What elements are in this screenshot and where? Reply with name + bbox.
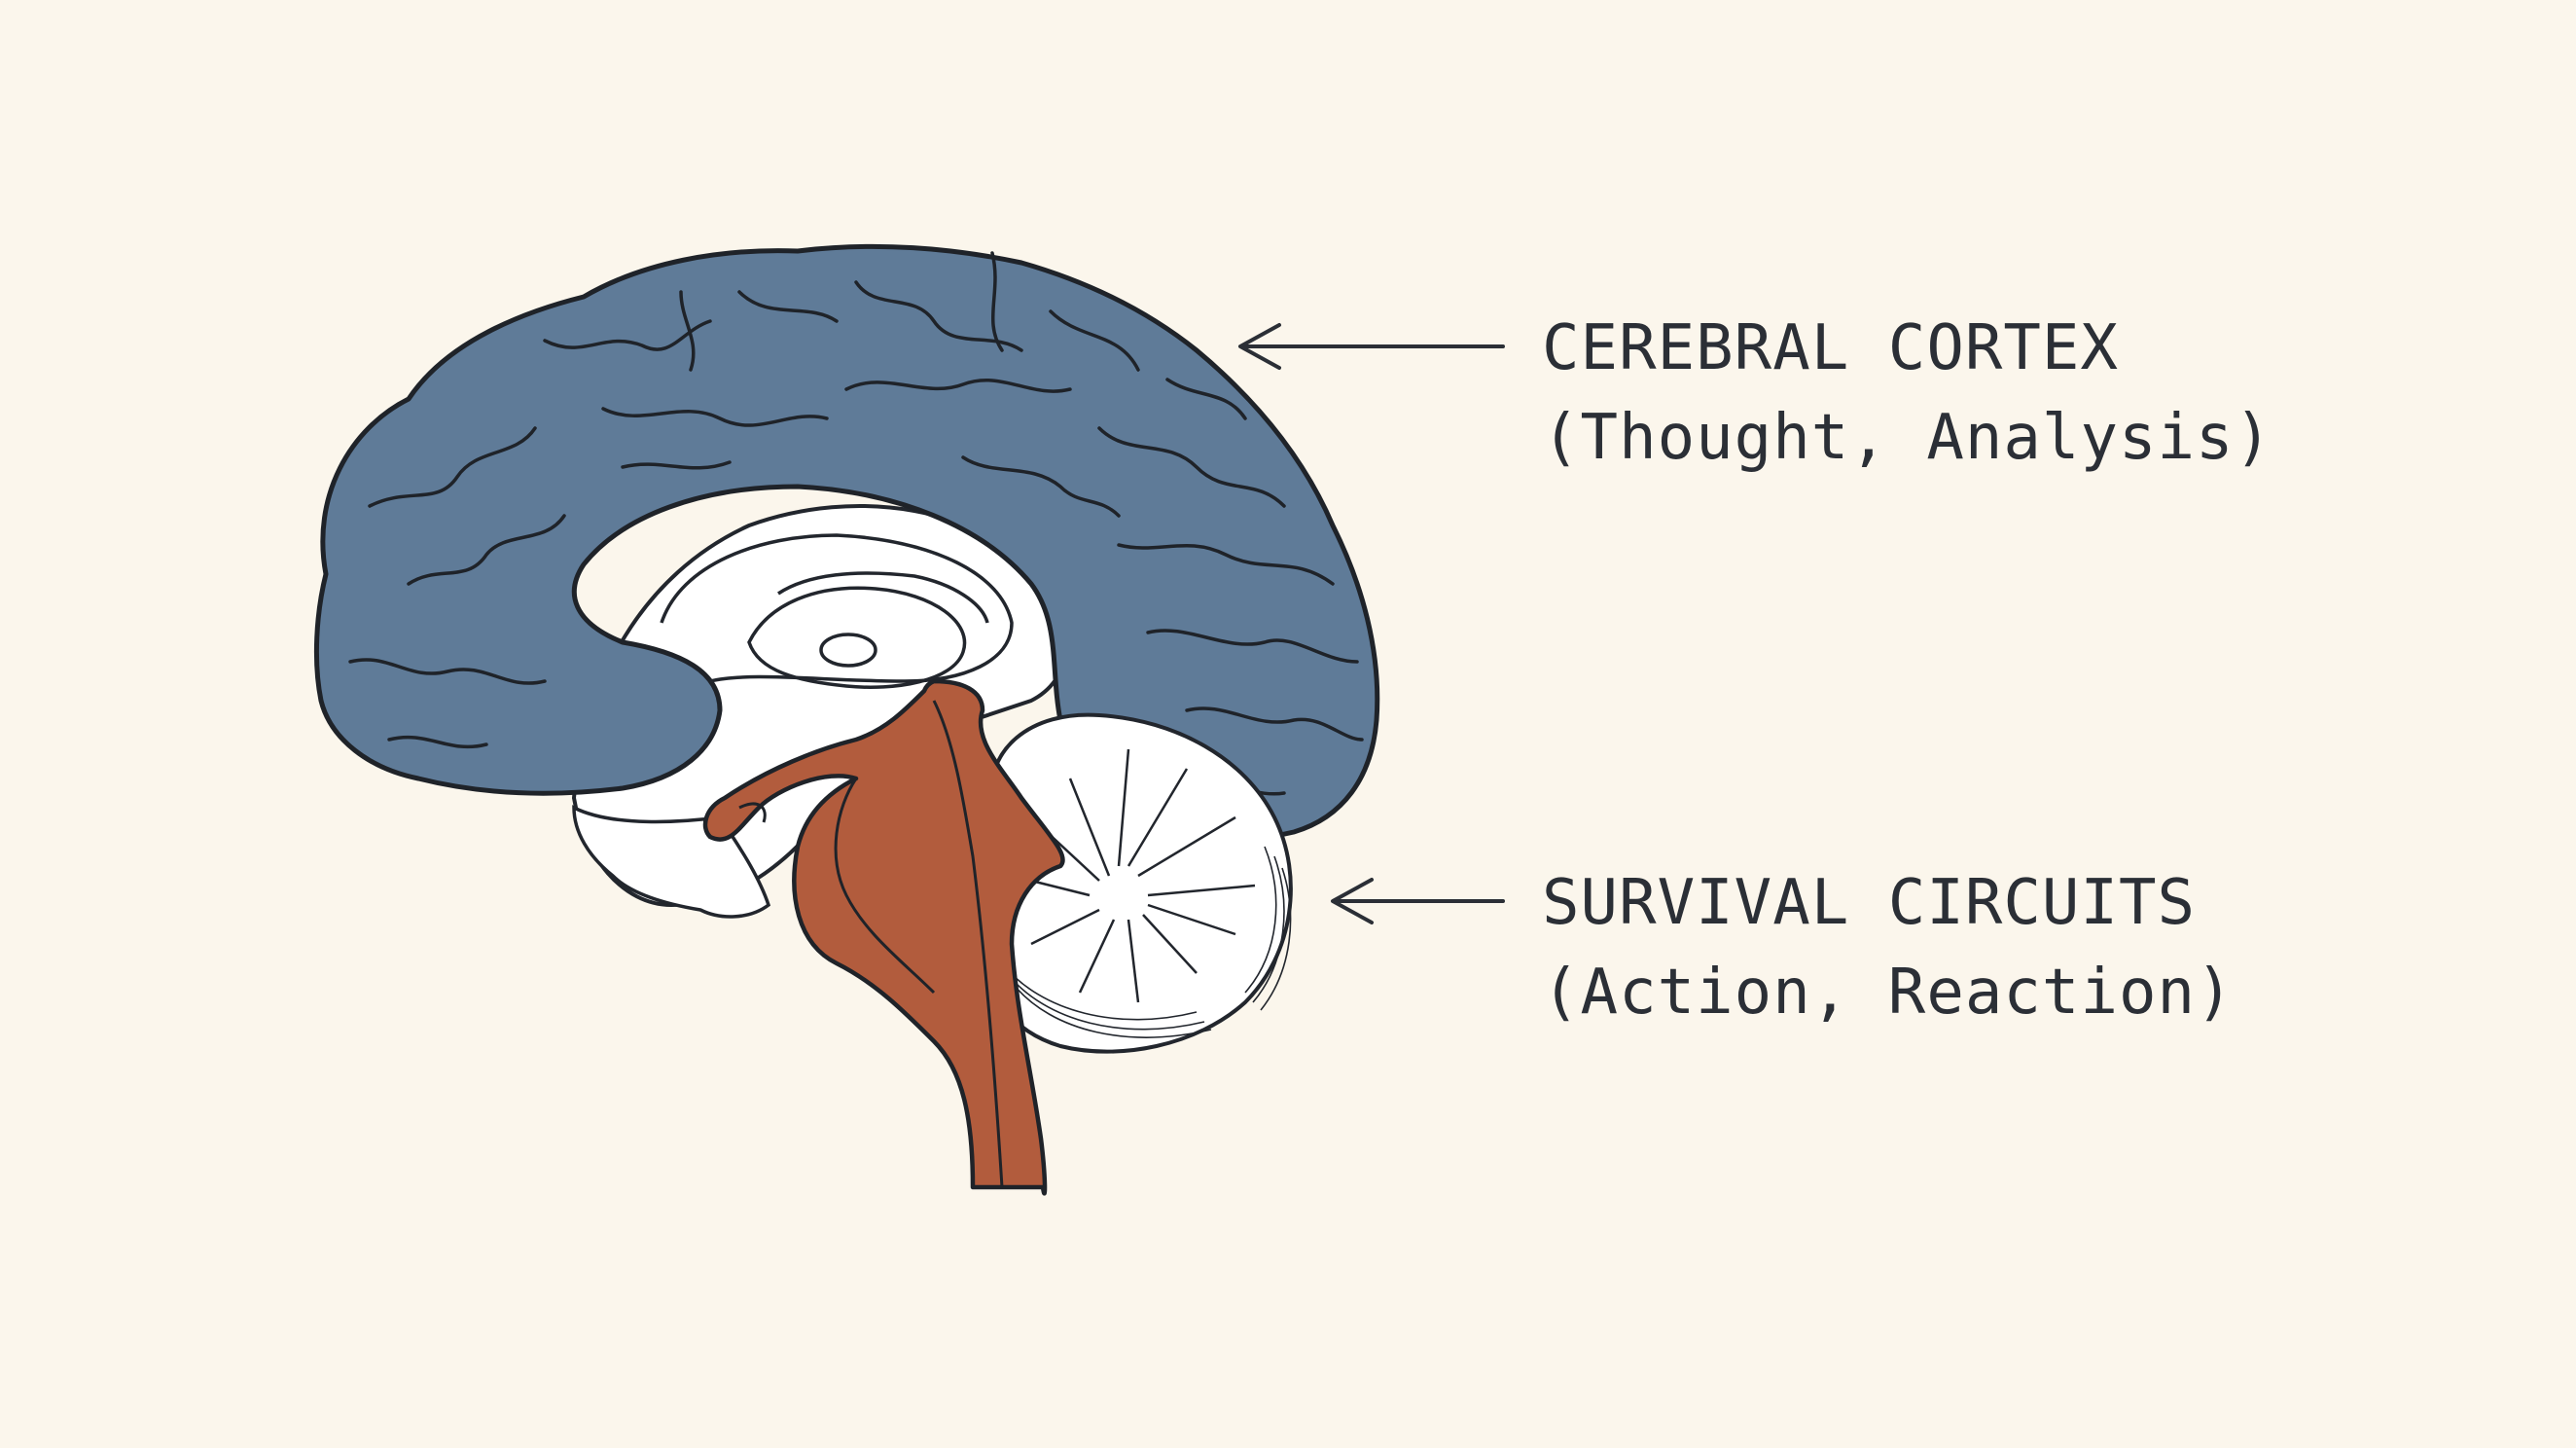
cerebral-cortex-title: CEREBRAL CORTEX bbox=[1542, 312, 2119, 384]
survival-circuits-label: SURVIVAL CIRCUITS (Action, Reaction) bbox=[1542, 858, 2235, 1037]
left-arrow-icon bbox=[1238, 323, 1505, 370]
brainstem-contours bbox=[738, 700, 1004, 1188]
survival-circuits-description: (Action, Reaction) bbox=[1542, 957, 2235, 1029]
left-arrow-icon bbox=[1331, 878, 1505, 924]
cortex-folds bbox=[348, 251, 1364, 796]
survival-circuits-title: SURVIVAL CIRCUITS bbox=[1542, 867, 2197, 939]
thalamus-oval bbox=[819, 633, 877, 668]
cerebral-cortex-description: (Thought, Analysis) bbox=[1542, 402, 2273, 474]
cerebral-cortex-label: CEREBRAL CORTEX (Thought, Analysis) bbox=[1542, 304, 2272, 483]
brainstem bbox=[702, 678, 1065, 1196]
limbic-outlines bbox=[660, 533, 1014, 689]
